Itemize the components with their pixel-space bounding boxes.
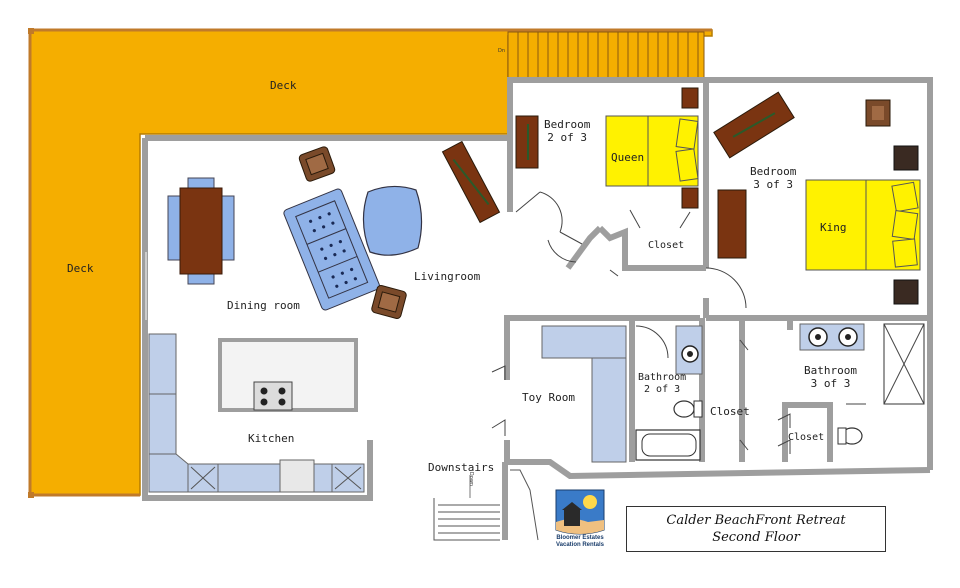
outdoor-stairs [507,31,705,79]
deck-left-label: Deck [67,262,94,275]
bloomer-estates-logo [555,489,605,535]
plan-title: Calder BeachFront Retreat [666,513,846,528]
deck-top-label: Deck [270,79,297,92]
plan-subtitle: Second Floor [712,530,800,545]
logo-text: Bloomer Estates Vacation Rentals [548,535,612,549]
bedroom2-label: Bedroom 2 of 3 [544,118,591,145]
bedroom3-label: Bedroom 3 of 3 [750,165,797,192]
king-bed-label: King [820,221,847,234]
bathroom3-label: Bathroom 3 of 3 [804,364,857,391]
livingroom-label: Livingroom [414,270,481,283]
bedroom2-furniture [515,87,699,277]
closet-middle-label: Closet [710,405,750,418]
king-bed [805,179,921,271]
closet-bathroom3-label: Closet [788,432,825,443]
bedroom3-furniture [705,91,919,309]
dining-table [167,177,235,285]
dining-room-label: Dining room [227,299,300,312]
queen-bed-label: Queen [611,151,645,164]
interior-stairs [145,252,539,541]
down-arrow-label: Down [468,471,475,487]
toy-room-label: Toy Room [522,391,575,404]
sofa [283,188,380,311]
bathroom3-fixtures [777,323,925,454]
plan-title-box: Calder BeachFront Retreat Second Floor [626,506,886,552]
bathroom2-label: Bathroom 2 of 3 [638,372,687,395]
downstairs-label: Downstairs [428,461,495,474]
deck [28,28,713,498]
closet-bedroom2-label: Closet [648,240,685,251]
tv-console [441,140,501,224]
logo-line2: Vacation Rentals [555,542,605,548]
armchair [298,146,407,320]
logo-line1: Bloomer Estates [556,535,604,541]
queen-bed [605,115,699,187]
kitchen-label: Kitchen [248,432,295,445]
bathroom2-fixtures [635,325,703,461]
ottoman [362,185,423,256]
middle-closet [739,339,749,451]
kitchen-counters [148,333,365,493]
stairs-down-label: Dn [498,48,506,54]
toy-room-counters [491,325,627,463]
